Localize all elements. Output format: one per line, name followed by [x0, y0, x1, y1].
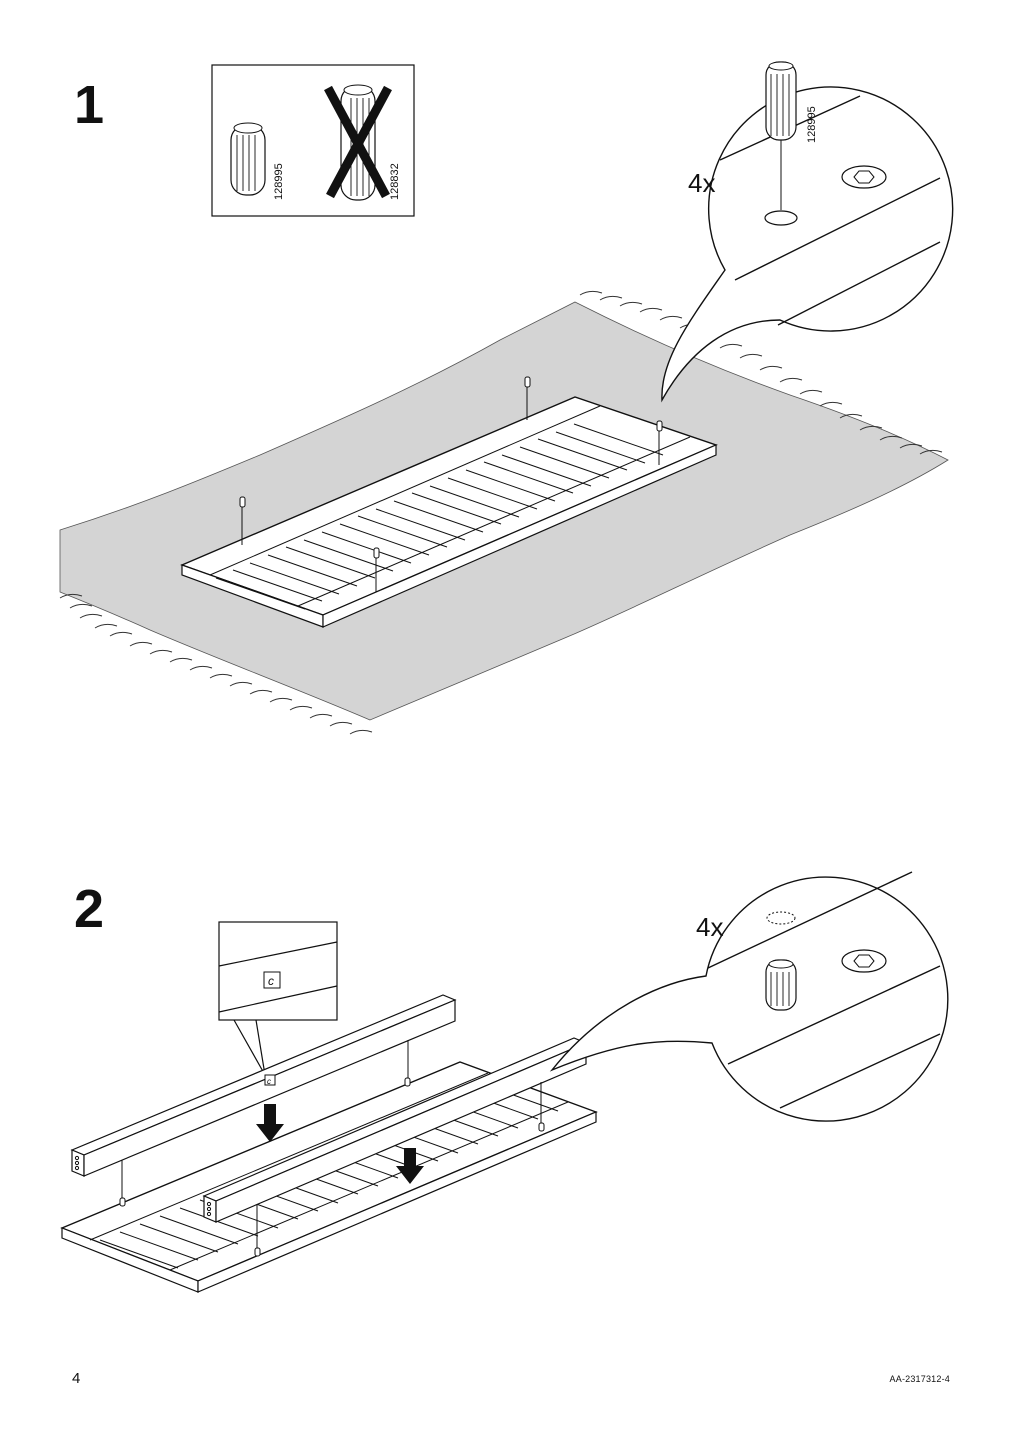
dowel-correct-icon — [230, 122, 266, 196]
quantity-label-step1: 4x — [688, 168, 715, 198]
slatted-panel — [180, 376, 718, 628]
quantity-label-step2: 4x — [696, 912, 723, 942]
detail-bubble-step2: 4x — [551, 871, 949, 1122]
step-2-number: 2 — [74, 879, 105, 939]
part-number-wrong: 128832 — [389, 163, 401, 200]
document-code: AA-2317312-4 — [889, 1374, 950, 1384]
page-number: 4 — [72, 1370, 81, 1387]
side-rail-left: c — [70, 994, 457, 1207]
dowel-comparison-box: 128995 128832 — [211, 64, 415, 217]
part-label-box-text: c — [268, 974, 274, 988]
detail-part-number: 128995 — [806, 106, 818, 143]
part-label-rail-text: c — [267, 1077, 271, 1086]
cross-out-icon — [324, 85, 392, 199]
part-number-ok: 128995 — [273, 163, 285, 200]
hex-screw-icon — [841, 165, 887, 189]
detail-bubble-step1: 128995 4x — [661, 61, 954, 403]
dowel-detail-icon-step2 — [765, 959, 797, 1011]
step-1-number: 1 — [74, 75, 105, 135]
side-rail-right — [202, 1037, 588, 1257]
hex-screw-icon-step2 — [841, 949, 887, 973]
down-arrow-icon — [256, 1104, 424, 1184]
bottom-panel — [60, 1061, 598, 1293]
label-callout-box: c — [218, 921, 338, 1076]
dowel-detail-icon — [764, 61, 798, 226]
